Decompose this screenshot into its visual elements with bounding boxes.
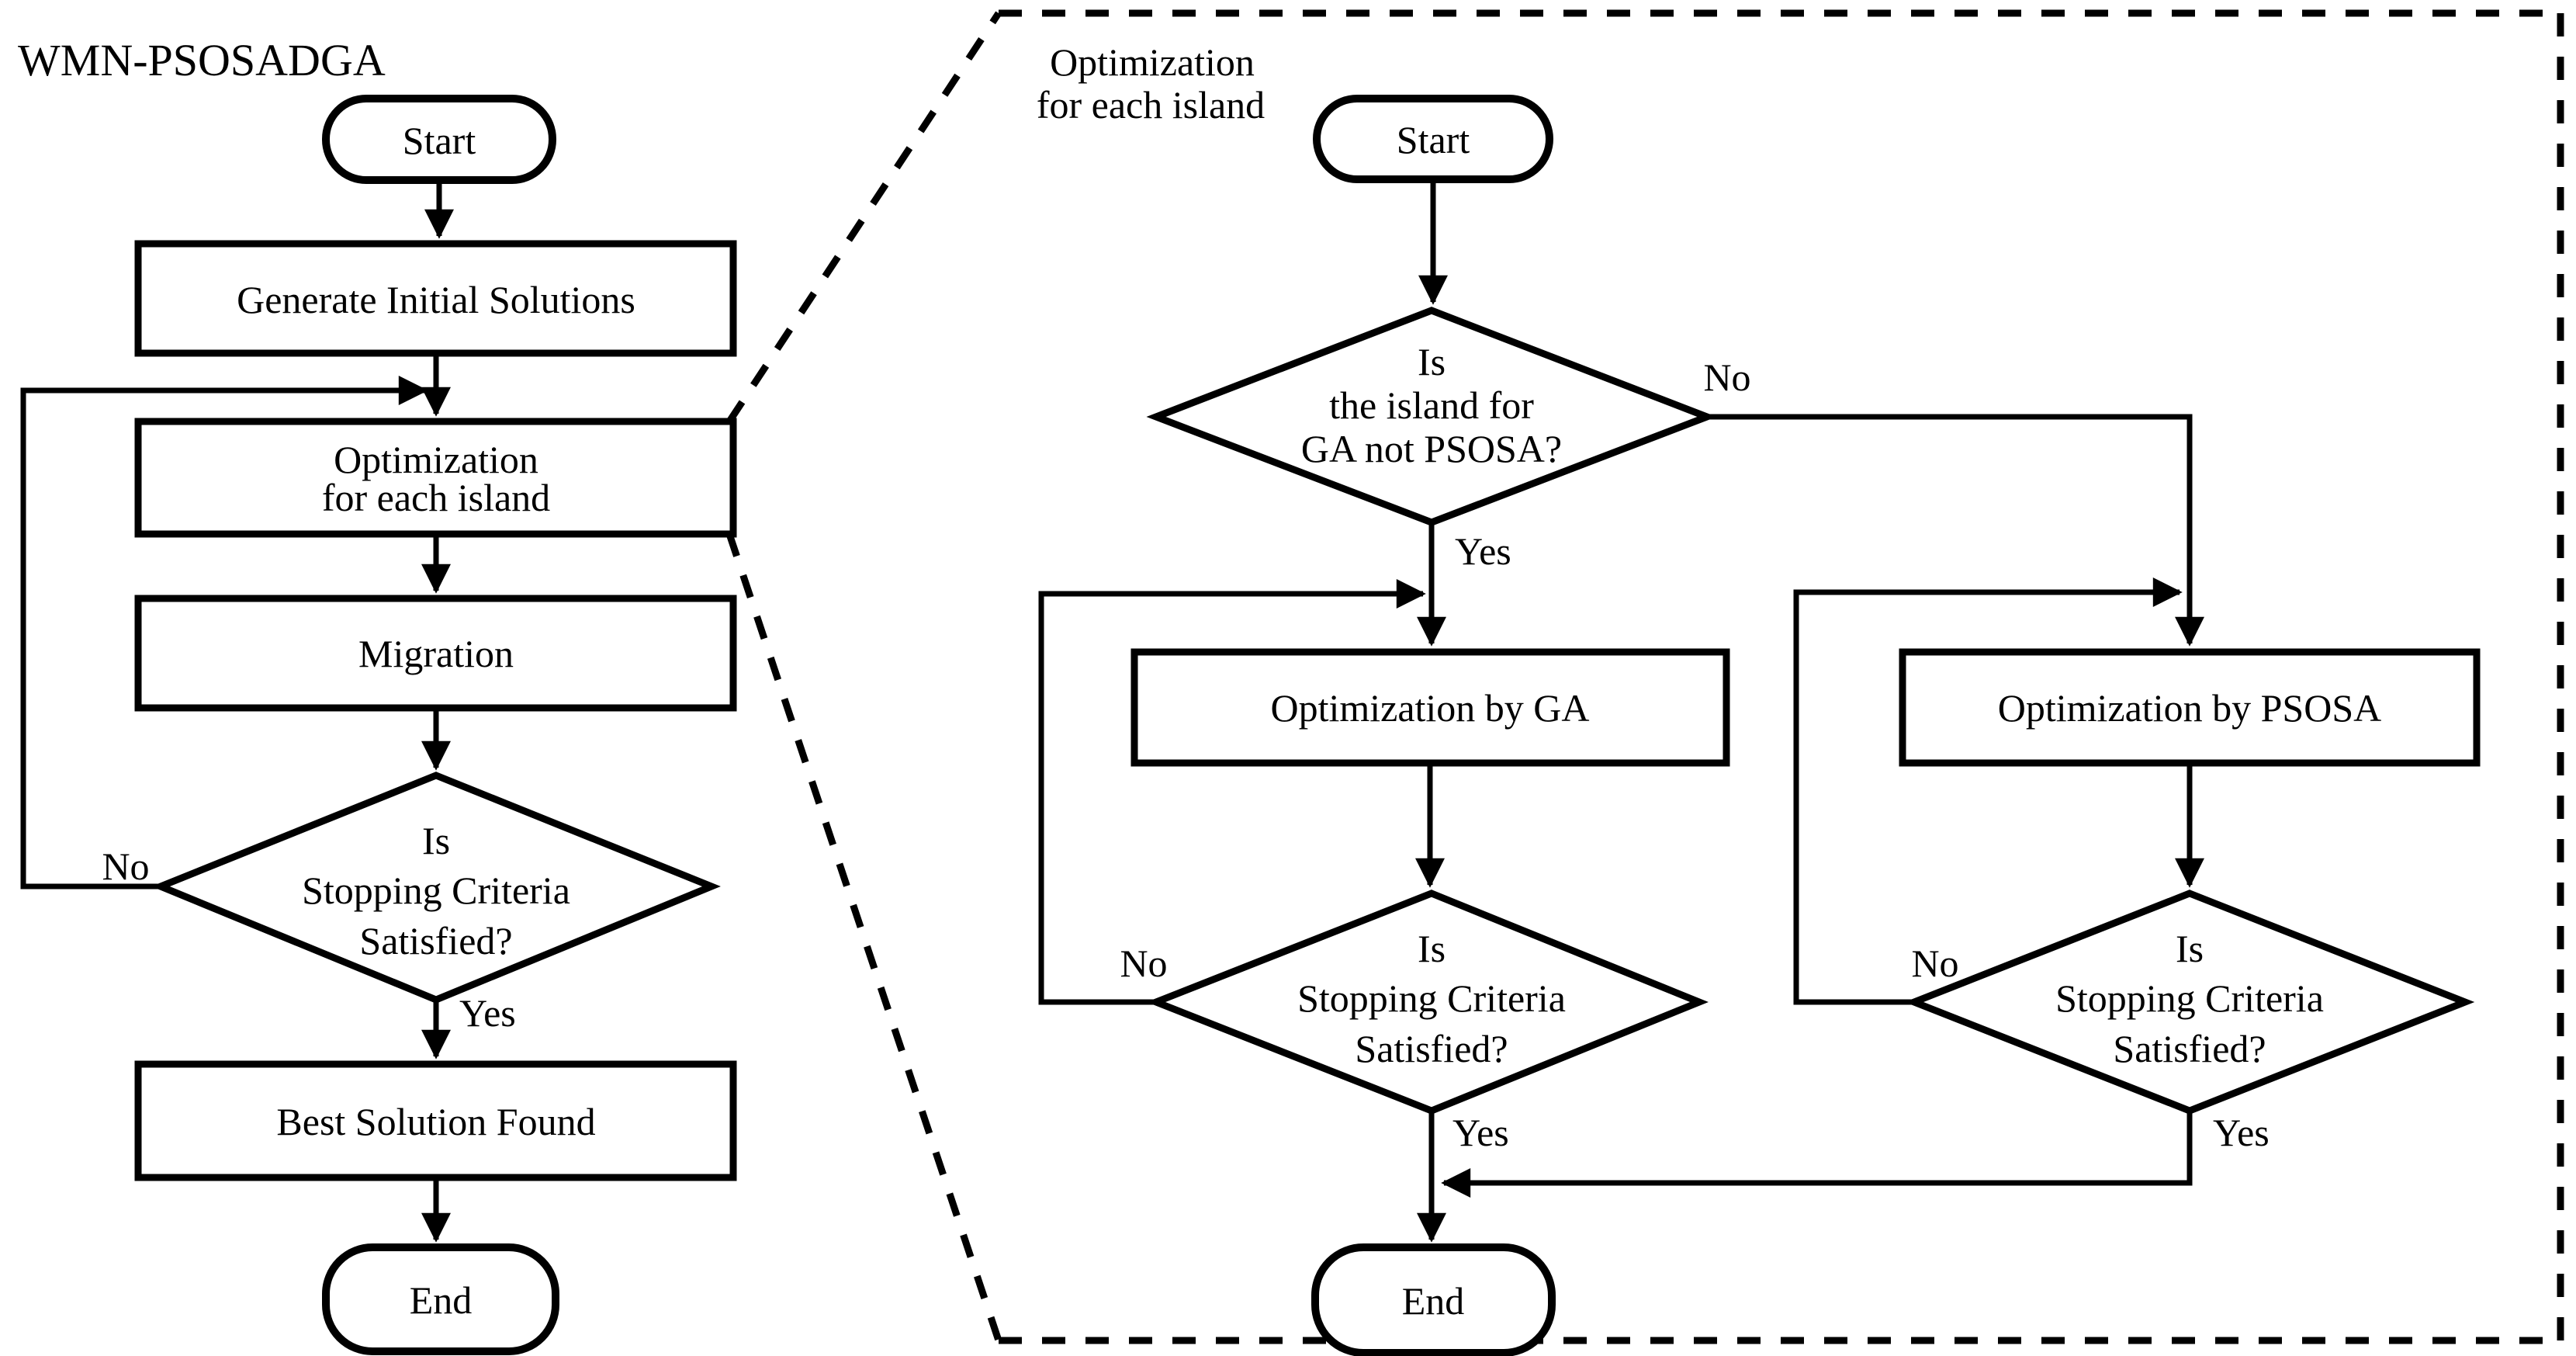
main-best-solution-box (134, 1060, 737, 1181)
optimization-by-ga-label: Optimization by GA (1270, 686, 1589, 730)
main-stopping-decision-diamond (151, 772, 721, 1004)
ga-yes-label: Yes (1452, 1111, 1509, 1154)
detail-start-terminal (1313, 95, 1553, 183)
island-yes-label: Yes (1455, 529, 1511, 573)
island-decision-label-line3: GA not PSOSA? (1301, 427, 1562, 470)
main-no-label: No (102, 844, 149, 888)
no-loop-line (20, 376, 428, 890)
main-optimization-label-line2: for each island (322, 476, 550, 519)
main-best-solution-label: Best Solution Found (276, 1100, 595, 1143)
main-migration-label: Migration (358, 632, 514, 675)
ga-stopping-label-line2: Stopping Criteria (1297, 976, 1566, 1020)
island-decision-label-line2: the island for (1329, 383, 1534, 427)
island-decision-label-line1: Is (1418, 340, 1446, 383)
optimization-by-ga-box (1130, 648, 1730, 767)
ga-stopping-label-line1: Is (1418, 927, 1446, 970)
main-optimization-box (134, 418, 737, 538)
psosa-no-label: No (1911, 942, 1958, 985)
main-start-label: Start (403, 119, 476, 162)
ga-stopping-label-line3: Satisfied? (1355, 1027, 1508, 1070)
main-stopping-label-line3: Satisfied? (359, 919, 512, 962)
detail-heading-line2: for each island (1037, 83, 1265, 127)
psosa-yes-label: Yes (2213, 1111, 2270, 1154)
ga-stopping-decision-diamond (1146, 890, 1709, 1115)
detail-start-label: Start (1397, 118, 1470, 161)
zoom-connector-lower (725, 532, 1002, 1342)
ga-no-label: No (1120, 942, 1167, 985)
main-flowchart: Start Generate Initial Solutions Optimiz… (20, 95, 737, 1355)
detail-boundary (725, 9, 2564, 1344)
psosa-stopping-label-line2: Stopping Criteria (2055, 976, 2324, 1020)
psosa-stopping-decision-diamond (1904, 890, 2475, 1115)
main-generate-box (134, 240, 737, 357)
main-start-terminal (322, 95, 556, 184)
psosa-yes-merge-line (1441, 1111, 2193, 1198)
optimization-by-psosa-label: Optimization by PSOSA (1998, 686, 2381, 730)
zoom-connector-upper (726, 11, 1002, 424)
detail-heading-line1: Optimization (1050, 40, 1255, 84)
main-end-terminal (322, 1243, 559, 1355)
island-decision-diamond (1146, 307, 1717, 526)
island-no-label: No (1703, 355, 1750, 399)
main-stopping-label-line1: Is (422, 819, 450, 862)
detail-end-terminal (1311, 1243, 1556, 1356)
detail-flowchart: Optimization for each island Start Is th… (1037, 40, 2481, 1356)
main-migration-box (134, 595, 737, 712)
psosa-no-loop-line (1793, 577, 2183, 1005)
optimization-by-psosa-box (1899, 648, 2481, 767)
figure-title: WMN-PSOSADGA (18, 35, 386, 85)
detail-end-label: End (1402, 1279, 1465, 1323)
psosa-stopping-label-line1: Is (2176, 927, 2204, 970)
psosa-stopping-label-line3: Satisfied? (2113, 1027, 2266, 1070)
main-optimization-label-line1: Optimization (334, 438, 538, 481)
main-stopping-label-line2: Stopping Criteria (302, 869, 570, 912)
main-generate-label: Generate Initial Solutions (237, 278, 635, 321)
main-yes-label: Yes (459, 991, 516, 1035)
main-end-label: End (410, 1278, 473, 1322)
ga-no-loop-line (1038, 579, 1426, 1005)
no-branch-to-psosa (1707, 414, 2204, 647)
